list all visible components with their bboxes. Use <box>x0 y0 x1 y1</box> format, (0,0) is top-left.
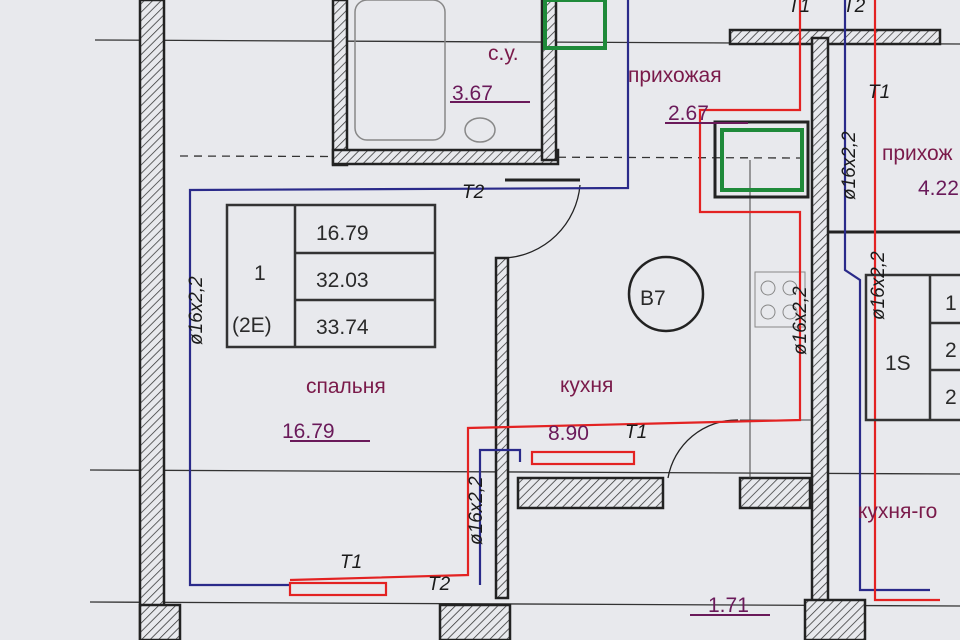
pipe-spec: ø16x2,2 <box>790 286 811 355</box>
return-pipes <box>188 0 930 592</box>
living-area: 16.79 <box>316 222 369 245</box>
walls <box>138 0 942 640</box>
balcony-area: 1.71 <box>708 594 749 617</box>
grid-lines <box>89 39 960 607</box>
pipe-label-t1: T1 <box>868 82 890 103</box>
pipe-label-t2: T2 <box>843 0 866 17</box>
bathroom-area: 3.67 <box>452 82 493 105</box>
kitchen-living-label: кухня-го <box>858 500 937 523</box>
bathroom-label: с.у. <box>488 42 519 65</box>
hallway-area: 2.67 <box>668 102 709 125</box>
neighbor-area: 1 <box>945 292 957 315</box>
hallway-label: прихожая <box>628 64 722 87</box>
neighbor-area: 2 <box>945 386 957 409</box>
pipe-label-t1: T1 <box>788 0 810 17</box>
kitchen-area: 8.90 <box>548 422 589 445</box>
apartment-id: B7 <box>640 287 666 310</box>
pipe-spec: ø16x2,2 <box>868 251 889 320</box>
total-area-with-balcony: 33.74 <box>316 316 369 339</box>
pipe-spec: ø16x2,2 <box>466 476 487 545</box>
supply-pipes <box>288 0 940 602</box>
kitchen-label: кухня <box>560 374 613 397</box>
pipe-label-t1: T1 <box>340 552 362 573</box>
apartment-type: (2E) <box>232 314 272 337</box>
bedroom-label: спальня <box>306 375 386 398</box>
pipe-label-t2: T2 <box>462 182 485 203</box>
neighbor-type: 1S <box>885 352 911 375</box>
neighbor-area: 2 <box>945 339 957 362</box>
stove-icon <box>754 271 806 328</box>
door-swing <box>504 184 581 259</box>
pipe-label-t1: T1 <box>625 422 647 443</box>
pipe-label-t2: T2 <box>428 574 451 595</box>
bathtub-icon <box>354 0 446 141</box>
apartment-number: 1 <box>254 262 266 285</box>
pipe-spec: ø16x2,2 <box>186 276 207 345</box>
door-swing <box>667 419 739 479</box>
pipe-spec: ø16x2,2 <box>839 131 860 200</box>
apartment-info-table <box>225 203 437 349</box>
hallway2-area: 4.22 <box>918 177 959 200</box>
sink-icon <box>464 117 496 143</box>
radiator-icon <box>543 0 810 199</box>
total-area: 32.03 <box>316 269 369 292</box>
apartment-id-circle <box>627 255 705 333</box>
hallway2-label: прихож <box>882 142 953 165</box>
bedroom-area: 16.79 <box>282 420 335 443</box>
neighbor-info-table <box>864 273 960 422</box>
